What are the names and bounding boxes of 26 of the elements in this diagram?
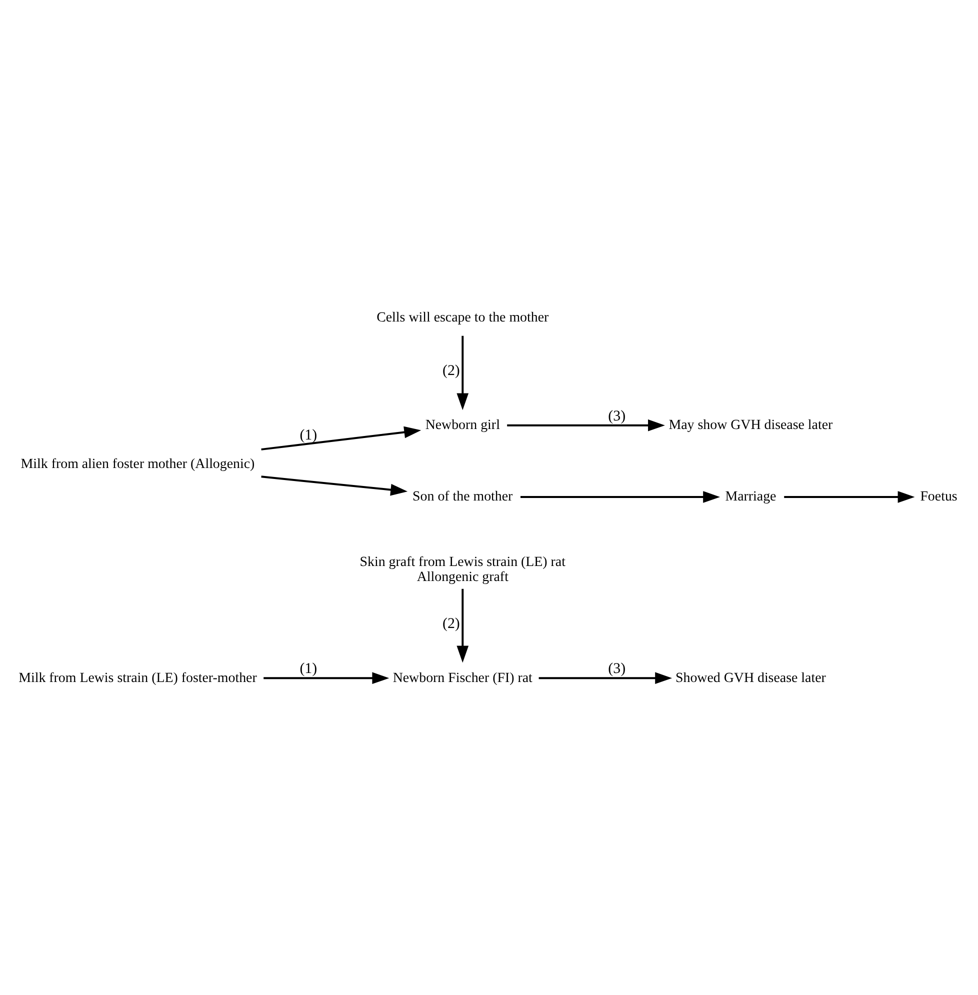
edge-label: (1) — [300, 426, 318, 443]
arrow — [456, 588, 469, 662]
node-text: Milk from alien foster mother (Allogenic) — [20, 456, 255, 472]
edge-label: (3) — [608, 660, 626, 677]
node-text: Milk from Lewis strain (LE) foster-mother — [18, 670, 257, 686]
node-text: Newborn girl — [425, 418, 500, 433]
arrow — [261, 475, 408, 496]
edge-label: (3) — [608, 408, 626, 424]
node-text: May show GVH disease later — [668, 418, 833, 433]
arrow — [538, 672, 672, 684]
node-text: Foetus — [920, 489, 958, 504]
edge-label: (2) — [442, 615, 460, 632]
edge-label: (2) — [442, 362, 460, 379]
node-text: Son of the mother — [412, 489, 513, 504]
node-text: Cells will escape to the mother — [376, 310, 549, 326]
arrow — [520, 490, 720, 502]
arrow — [784, 490, 915, 502]
arrow — [456, 335, 469, 410]
edge-label: (1) — [300, 660, 318, 677]
node-text: Marriage — [725, 489, 776, 504]
node-text: Newborn Fischer (FI) rat — [392, 670, 532, 686]
node-text: Skin graft from Lewis strain (LE) rat Allongenic graft — [360, 554, 566, 584]
node-text: Showed GVH disease later — [676, 670, 826, 686]
arrow — [264, 672, 390, 684]
arrow — [507, 418, 665, 431]
arrow — [261, 426, 422, 450]
